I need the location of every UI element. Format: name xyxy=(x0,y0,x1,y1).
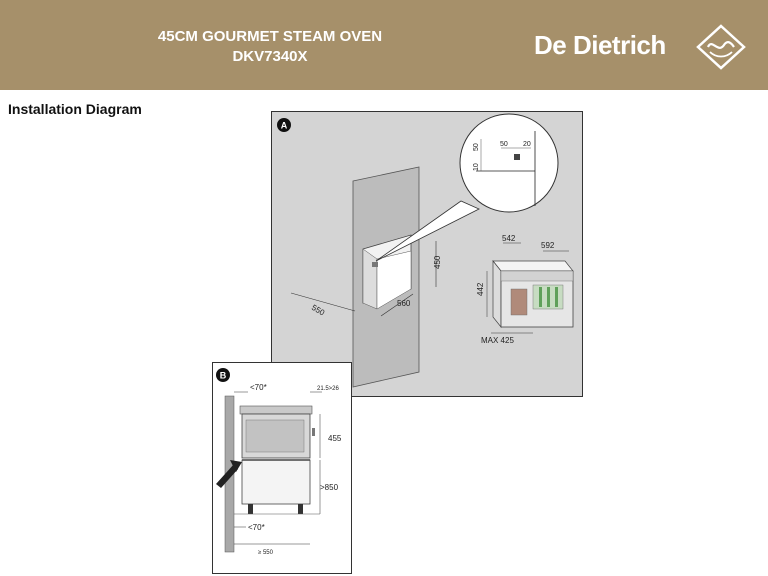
dim-442: 442 xyxy=(476,282,485,296)
dim-b-550: ≥ 550 xyxy=(258,550,274,556)
dim-bottom-70: <70* xyxy=(248,523,265,532)
dim-450: 450 xyxy=(433,255,442,269)
badge-a xyxy=(277,118,291,132)
badge-a-label: A xyxy=(281,121,288,131)
badge-b xyxy=(216,368,230,382)
arrow-icon xyxy=(216,464,238,488)
section-title: Installation Diagram xyxy=(8,101,142,117)
dim-20: 20 xyxy=(523,141,531,148)
dim-21-5: 21.5>26 xyxy=(317,386,340,392)
dim-542: 542 xyxy=(502,234,516,243)
brand-logo-icon xyxy=(696,24,746,70)
product-title: 45CM GOURMET STEAM OVEN xyxy=(157,28,383,45)
dim-560: 560 xyxy=(397,299,411,308)
dim-50-horizontal: 50 xyxy=(500,141,508,148)
dim-50-vertical: 50 xyxy=(473,143,480,151)
dim-10: 10 xyxy=(473,163,480,171)
installation-diagram-b: B <70* 21.5>26 455 >850 <70* ≥ 550 xyxy=(212,362,352,574)
dim-455: 455 xyxy=(328,434,342,443)
badge-b-label: B xyxy=(220,371,227,381)
brand-name: De Dietrich xyxy=(534,30,666,60)
installation-diagram-a: A 50 20 50 10 450 560 550 542 592 442 MA… xyxy=(271,111,583,397)
product-model: DKV7340X xyxy=(232,48,308,65)
dim-592: 592 xyxy=(541,241,555,250)
dim-top-70: <70* xyxy=(250,383,267,392)
header-banner: 45CM GOURMET STEAM OVEN DKV7340X De Diet… xyxy=(0,0,768,90)
dim-850: >850 xyxy=(320,483,339,492)
dim-max-425: MAX 425 xyxy=(481,336,514,345)
